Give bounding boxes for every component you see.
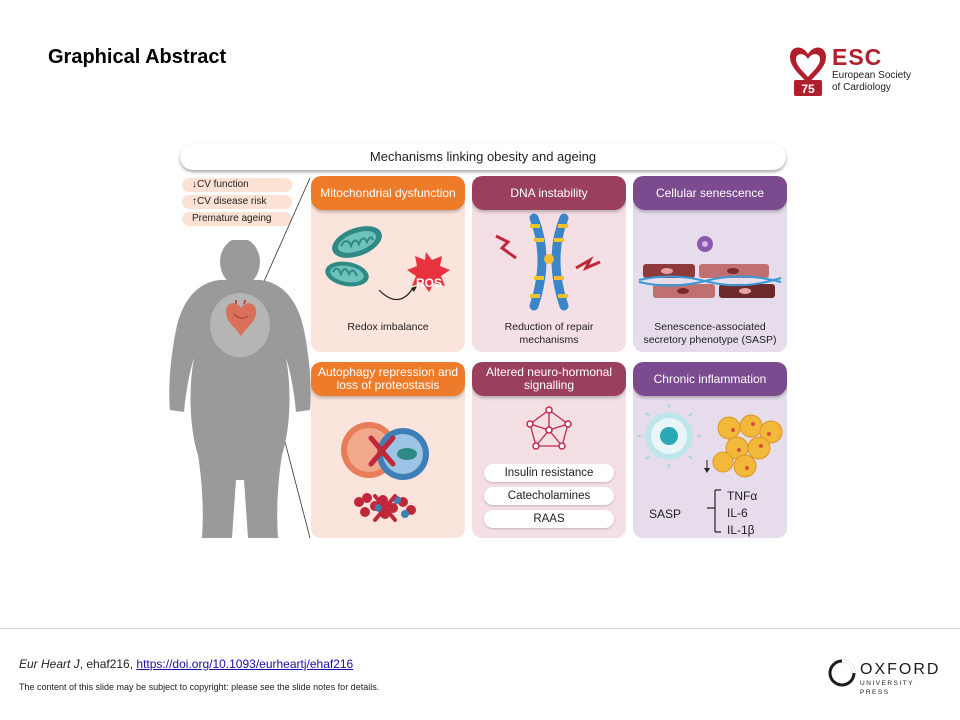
- panel-autophagy-proteostasis: Autophagy repression and loss of proteos…: [311, 362, 465, 538]
- pill-insulin-resistance: Insulin resistance: [484, 464, 614, 482]
- panel-title: DNA instability: [472, 176, 626, 210]
- panel-caption: Senescence-associated secretory phenotyp…: [643, 321, 777, 346]
- panel-title: Cellular senescence: [633, 176, 787, 210]
- mechanisms-header: Mechanisms linking obesity and ageing: [180, 144, 786, 170]
- esc-heart-icon: 75: [790, 47, 826, 96]
- oxford-text: OXFORD UNIVERSITY PRESS: [860, 661, 944, 697]
- network-icon: [526, 406, 572, 450]
- esc-abbr: ESC: [832, 44, 883, 70]
- arrow-up-icon: ↑: [192, 196, 197, 207]
- graphical-abstract-figure: Mechanisms linking obesity and ageing ↓C…: [168, 140, 792, 544]
- journal-name: Eur Heart J: [19, 657, 80, 671]
- publisher-sub: UNIVERSITY PRESS: [860, 680, 914, 696]
- citation: Eur Heart J, ehaf216, https://doi.org/10…: [19, 657, 353, 671]
- article-ref: , ehaf216,: [79, 657, 137, 671]
- panel-title: Autophagy repression and loss of proteos…: [311, 362, 465, 396]
- esc-text: ESC European Society of Cardiology: [832, 44, 911, 94]
- esc-badge: 75: [801, 82, 815, 96]
- pill-raas: RAAS: [484, 510, 614, 528]
- outcome-tags: ↓CV function ↑CV disease risk Premature …: [182, 178, 292, 229]
- autophagy-illustration: [341, 422, 429, 522]
- panel-dna-instability: DNA instability Reduction of repair mech…: [472, 176, 626, 352]
- esc-logo: 75 ESC European Society of Cardiology: [788, 42, 928, 104]
- tag-cv-disease-risk: ↑CV disease risk: [182, 195, 292, 209]
- slide-title: Graphical Abstract: [48, 46, 227, 68]
- tag-cv-function: ↓CV function: [182, 178, 292, 192]
- publisher-name: OXFORD: [860, 661, 941, 678]
- panel-title: Mitochondrial dysfunction: [311, 176, 465, 210]
- panel-chronic-inflammation: Chronic inflammation: [633, 362, 787, 538]
- footer-divider: [0, 628, 960, 629]
- oxford-logo: OXFORD UNIVERSITY PRESS: [828, 659, 944, 696]
- panel-caption: Redox imbalance: [347, 321, 429, 333]
- obese-person-silhouette-icon: [169, 240, 311, 538]
- panel-title: Altered neuro-hormonal signalling: [472, 362, 626, 396]
- cytokine-il1b: IL-1β: [727, 523, 755, 537]
- panel-neurohormonal-signalling: Altered neuro-hormonal signalling Insuli…: [472, 362, 626, 538]
- panel-title: Chronic inflammation: [633, 362, 787, 396]
- doi-link[interactable]: https://doi.org/10.1093/eurheartj/ehaf21…: [136, 657, 354, 671]
- panel-mitochondrial-dysfunction: Mitochondrial dysfunction ROS Redox imba…: [311, 176, 465, 352]
- heart-organ-icon: [226, 300, 256, 336]
- mitochondria-ros-illustration: [325, 226, 450, 301]
- ros-label: ROS: [415, 276, 442, 290]
- panel-cellular-senescence: Cellular senescence Senescence-associate…: [633, 176, 787, 352]
- tag-premature-ageing: Premature ageing: [182, 212, 292, 226]
- tag-label: CV function: [197, 179, 249, 190]
- esc-name-line2: of Cardiology: [832, 82, 891, 93]
- cytokine-list: TNFα IL-6 IL-1β: [727, 488, 757, 538]
- panel-caption: Reduction of repair mechanisms: [504, 321, 594, 346]
- chromosome-illustration: [495, 213, 601, 311]
- inflammation-illustration: [637, 404, 783, 533]
- senescent-cells-illustration: [638, 236, 782, 298]
- copyright-notice: The content of this slide may be subject…: [19, 682, 380, 692]
- sasp-label: SASP: [649, 507, 682, 521]
- cytokine-il6: IL-6: [727, 506, 748, 520]
- pill-catecholamines: Catecholamines: [484, 487, 614, 505]
- esc-name-line1: European Society: [832, 70, 911, 81]
- tag-label: CV disease risk: [197, 196, 267, 207]
- oxford-crest-icon: [828, 659, 856, 687]
- arrow-down-icon: ↓: [192, 179, 197, 190]
- cytokine-tnfa: TNFα: [727, 489, 758, 503]
